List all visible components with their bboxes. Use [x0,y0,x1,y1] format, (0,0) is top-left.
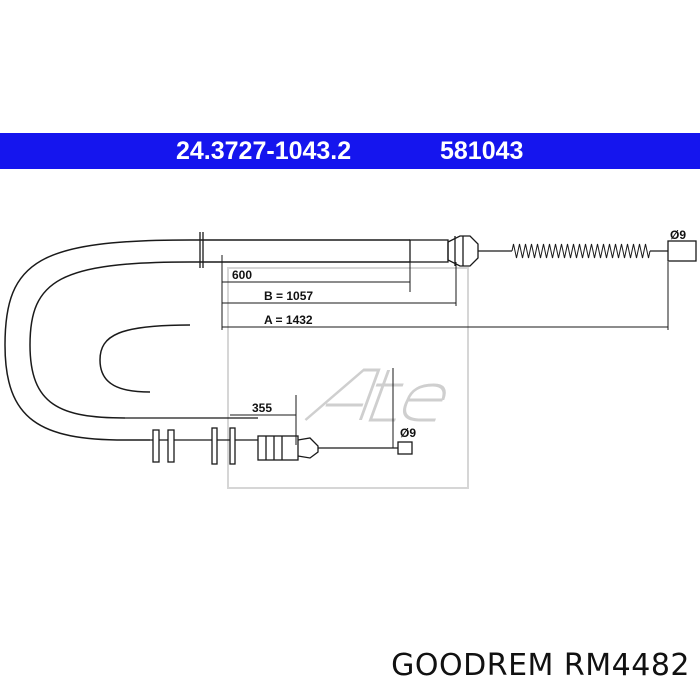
model-number: RM4482 [563,648,690,683]
diameter-bottom-label: Ø9 [400,426,416,440]
top-nipple [667,240,697,262]
part-number: 24.3727-1043.2 [176,137,352,165]
dim-b-label: B = 1057 [264,289,313,303]
brand-name: GOODREM [391,648,554,683]
top-spring [511,243,651,259]
diameter-top-label: Ø9 [670,228,686,242]
top-cable-end [199,232,512,268]
product-caption: GOODREM RM4482 [381,648,690,683]
watermark-frame [227,267,469,489]
catalog-code: 581043 [440,137,524,165]
spring-coil [511,243,651,259]
ate-logo [304,368,446,422]
dim-600-label: 600 [232,268,252,282]
bottom-cable-end [125,417,413,465]
dimension-lines [221,240,669,448]
cable-sheath [4,239,410,441]
dim-355-label: 355 [252,401,272,415]
ate-watermark [227,267,469,489]
header-banner: 24.3727-1043.2 581043 [0,133,700,169]
dim-a-label: A = 1432 [264,313,313,327]
